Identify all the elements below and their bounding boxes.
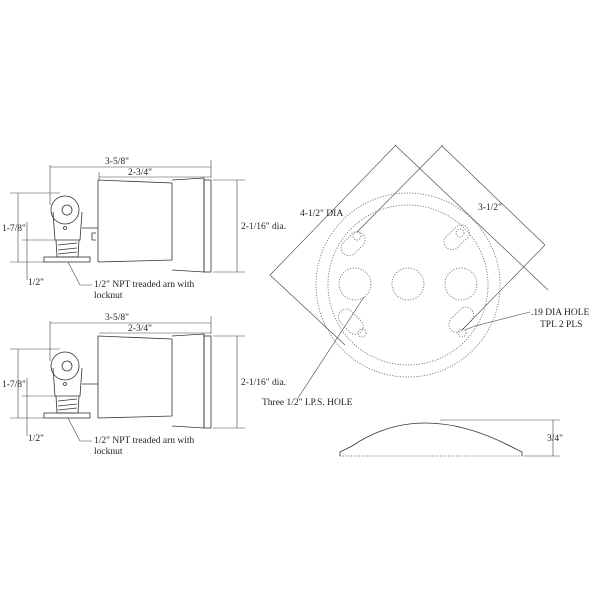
profile-view: 3/4" — [339, 419, 563, 457]
arm-note-line2: locknut — [94, 291, 123, 301]
fixture-outline — [43, 333, 212, 429]
side-view-bottom: 3-5/8" 2-3/4" 1-7/8" 1/2" 2-1/16" dia. 1… — [2, 313, 286, 457]
plate-view: 4-1/2" DIA 3-1/2" .19 DIA HOLE TPL 2 PLS… — [262, 144, 590, 408]
height-label: 1-7/8" — [2, 224, 26, 234]
diameter-label: 2-1/16" dia. — [241, 378, 286, 388]
arm-note-line1: 1/2" NPT treaded arn with — [94, 436, 195, 446]
mounting-slots — [337, 224, 475, 338]
large-hole — [338, 267, 372, 301]
outer-diameter-label: 4-1/2" DIA — [300, 209, 343, 219]
side-view-top: 3-5/8" 2-3/4" 1-7/8" 1/2" 2-1/16" dia. 1… — [2, 157, 286, 301]
small-hole-label-line1: .19 DIA HOLE — [531, 308, 590, 318]
small-hole-label-line2: TPL 2 PLS — [540, 320, 582, 330]
large-hole — [391, 267, 425, 301]
large-hole — [444, 267, 478, 301]
body-length-label: 2-3/4" — [128, 324, 152, 334]
diameter-label: 2-1/16" dia. — [241, 222, 286, 232]
arm-note-line2: locknut — [94, 447, 123, 457]
plate-profile — [339, 422, 523, 456]
thread-length-label: 1/2" — [28, 434, 44, 444]
overall-length-label: 3-5/8" — [105, 313, 129, 323]
inner-circle — [327, 204, 489, 366]
dimension-lines — [10, 160, 245, 286]
dimension-lines — [10, 316, 245, 442]
arm-note-line1: 1/2" NPT treaded arn with — [94, 280, 195, 290]
body-length-label: 2-3/4" — [128, 168, 152, 178]
profile-height-label: 3/4" — [547, 434, 563, 444]
overall-length-label: 3-5/8" — [105, 157, 129, 167]
hole-spacing-label: 3-1/2" — [478, 203, 502, 213]
outer-circle — [315, 192, 501, 378]
fixture-outline — [43, 177, 212, 273]
dimension-lines — [269, 144, 549, 399]
large-hole-label: Three 1/2" I.P.S. HOLE — [262, 398, 353, 408]
height-label: 1-7/8" — [2, 380, 26, 390]
thread-length-label: 1/2" — [28, 278, 44, 288]
